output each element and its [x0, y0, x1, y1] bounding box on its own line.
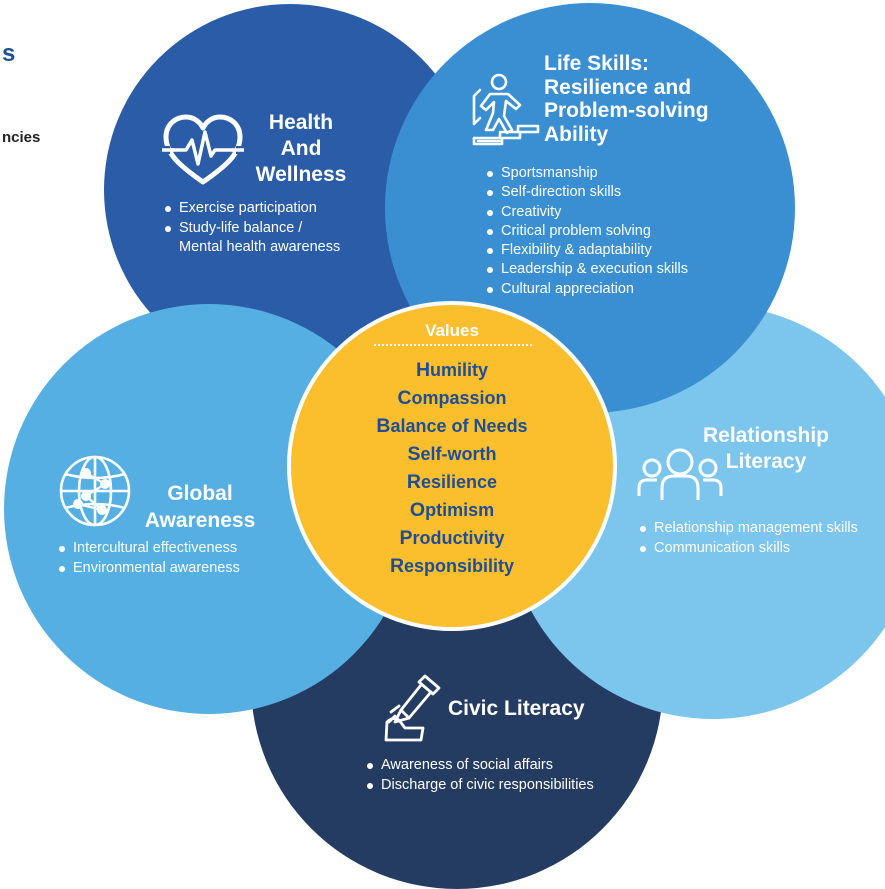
page-subtitle-fragment: ncies: [2, 129, 41, 146]
civic-title: Civic Literacy: [448, 697, 585, 720]
globe-network-icon: [56, 452, 134, 530]
list-item: Mental health awareness: [179, 239, 341, 255]
list-item: Study-life balance /: [162, 219, 340, 239]
life-skills-title: Life Skills: Resilience and Problem-solv…: [544, 52, 709, 146]
list-item: Discharge of civic responsibilities: [364, 776, 594, 796]
value-item: Optimism: [409, 499, 495, 521]
life-skills-list: Sportsmanship Self-direction skills Crea…: [484, 164, 688, 299]
value-item: Resilience: [406, 471, 498, 493]
global-title: Global Awareness: [144, 482, 256, 532]
list-item: Awareness of social affairs: [364, 756, 594, 776]
list-item: Flexibility & adaptability: [484, 241, 688, 260]
health-title: Health And Wellness: [255, 111, 347, 186]
values-heading: Values: [425, 321, 479, 340]
values-divider: [374, 344, 532, 346]
heart-pulse-icon: [160, 110, 246, 190]
value-item: Compassion: [397, 387, 507, 409]
relationship-list: Relationship management skills Communica…: [637, 519, 858, 558]
list-item: Self-direction skills: [484, 183, 688, 202]
value-item: Humility: [415, 359, 489, 381]
list-item: Critical problem solving: [484, 222, 688, 241]
list-item: Exercise participation: [162, 199, 340, 219]
list-item: Creativity: [484, 203, 688, 222]
value-item: Productivity: [399, 527, 505, 549]
health-list: Exercise participation Study-life balanc…: [162, 199, 340, 258]
list-item: Environmental awareness: [56, 559, 240, 579]
values-circle: [291, 305, 613, 627]
relationship-title: Relationship Literacy: [702, 424, 829, 473]
list-item: Relationship management skills: [637, 519, 858, 539]
list-item: Cultural appreciation: [484, 280, 688, 299]
global-list: Intercultural effectiveness Environmenta…: [56, 539, 240, 578]
stairs-climber-icon: [466, 72, 542, 152]
value-item: Self-worth: [407, 443, 497, 465]
list-item: Intercultural effectiveness: [56, 539, 240, 559]
value-item: Balance of Needs: [376, 415, 528, 437]
page-title-fragment: s: [2, 40, 16, 67]
values-list: Humility Compassion Balance of Needs Sel…: [332, 356, 572, 580]
value-item: Responsibility: [389, 555, 515, 577]
list-item: Communication skills: [637, 539, 858, 559]
civic-list: Awareness of social affairs Discharge of…: [364, 756, 594, 795]
hand-pen-icon: [383, 672, 445, 744]
list-item: Leadership & execution skills: [484, 260, 688, 279]
list-item: Sportsmanship: [484, 164, 688, 183]
people-group-icon: [637, 446, 723, 502]
